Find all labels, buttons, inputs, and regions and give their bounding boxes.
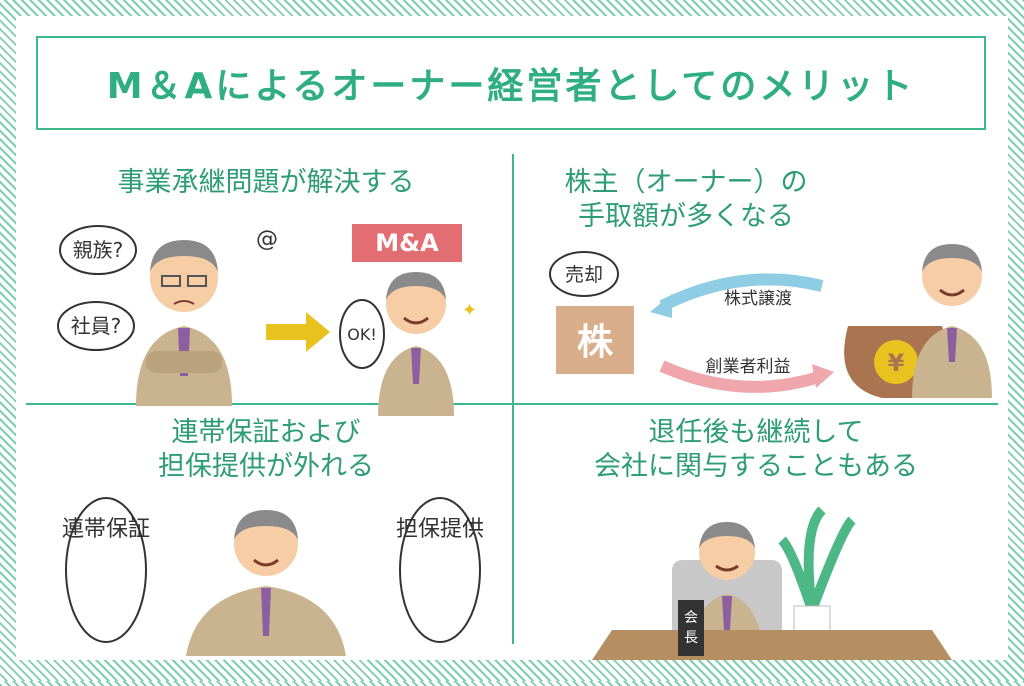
ma-tag — [352, 224, 462, 262]
guarantee-bubble — [65, 497, 147, 643]
bubble-relatives — [59, 225, 137, 275]
guarantee-bubble-text: 連帯保証 — [62, 517, 150, 542]
arrow-left-head-icon — [650, 294, 672, 318]
confused-scribble-icon: @ — [256, 227, 278, 252]
panel-2-title-line-2: 手取額が多くなる — [578, 201, 794, 232]
collateral-bubble — [399, 497, 481, 643]
sell-bubble-text: 売却 — [565, 264, 603, 286]
arrow-top-label: 株式譲渡 — [724, 289, 792, 309]
happy-man — [378, 272, 454, 416]
divider-vertical — [512, 154, 514, 644]
panel-2-title: 株主（オーナー）の 手取額が多くなる — [546, 166, 826, 234]
stock-box-text: 株 — [577, 322, 614, 363]
right-arrow-icon — [266, 312, 330, 352]
infographic: M＆Aによるオーナー経営者としてのメリット 事業承継問題が解決する 親族? 社員… — [16, 16, 1008, 660]
panel-3-illustration: 連帯保証 担保提供 — [62, 497, 484, 656]
panel-4-illustration: 会 長 会長 — [592, 506, 952, 660]
bubble-employees — [57, 301, 135, 351]
nameplate-text-1: 会 — [684, 610, 698, 626]
panel-4-title-line-2: 会社に関与することもある — [594, 451, 918, 482]
idea-bulb-icon: ✦ — [462, 300, 477, 321]
yen-icon: ¥ — [888, 349, 905, 377]
ok-bubble-text: OK! — [347, 325, 377, 344]
bubble-employees-text: 社員? — [71, 314, 122, 338]
sell-bubble — [549, 251, 619, 297]
panel-1-title-line-1: 事業承継問題が解決する — [117, 167, 415, 198]
panel-3-title: 連帯保証および 担保提供が外れる — [106, 416, 426, 484]
collateral-bubble-text: 担保提供 — [396, 517, 484, 542]
panel-1-title: 事業承継問題が解決する — [76, 166, 456, 200]
arrow-bottom-label: 創業者利益 — [706, 357, 791, 377]
desk — [592, 630, 952, 660]
divider-horizontal — [26, 403, 998, 405]
arrow-right-head-icon — [812, 364, 834, 388]
panel-1-illustration: 親族? 社員? @ M&A OK! ✦ — [57, 224, 477, 416]
panel-3-title-line-2: 担保提供が外れる — [158, 451, 374, 482]
arrow-to-stock — [659, 273, 824, 312]
ok-bubble — [339, 299, 385, 369]
ma-tag-text: M&A — [375, 229, 439, 257]
panel-4-title-line-1: 退任後も継続して — [648, 417, 864, 448]
plant-icon — [778, 506, 856, 612]
nameplate-text-2: 長 — [684, 630, 698, 646]
title-box: M＆Aによるオーナー経営者としてのメリット — [36, 36, 986, 130]
worried-man — [136, 240, 232, 406]
panel-2-illustration: 売却 株 株式譲渡 創業者利益 ¥ — [549, 244, 992, 398]
relieved-man — [186, 510, 346, 656]
panel-4-title: 退任後も継続して 会社に関与することもある — [556, 416, 956, 484]
rich-man — [912, 244, 992, 398]
arrow-to-money — [659, 360, 824, 393]
stock-box — [556, 306, 634, 374]
nameplate — [678, 600, 704, 656]
bubble-relatives-text: 親族? — [73, 238, 124, 262]
panel-2-title-line-1: 株主（オーナー）の — [564, 167, 808, 198]
page-title: M＆Aによるオーナー経営者としてのメリット — [106, 66, 916, 107]
panel-3-title-line-1: 連帯保証および — [171, 417, 361, 448]
